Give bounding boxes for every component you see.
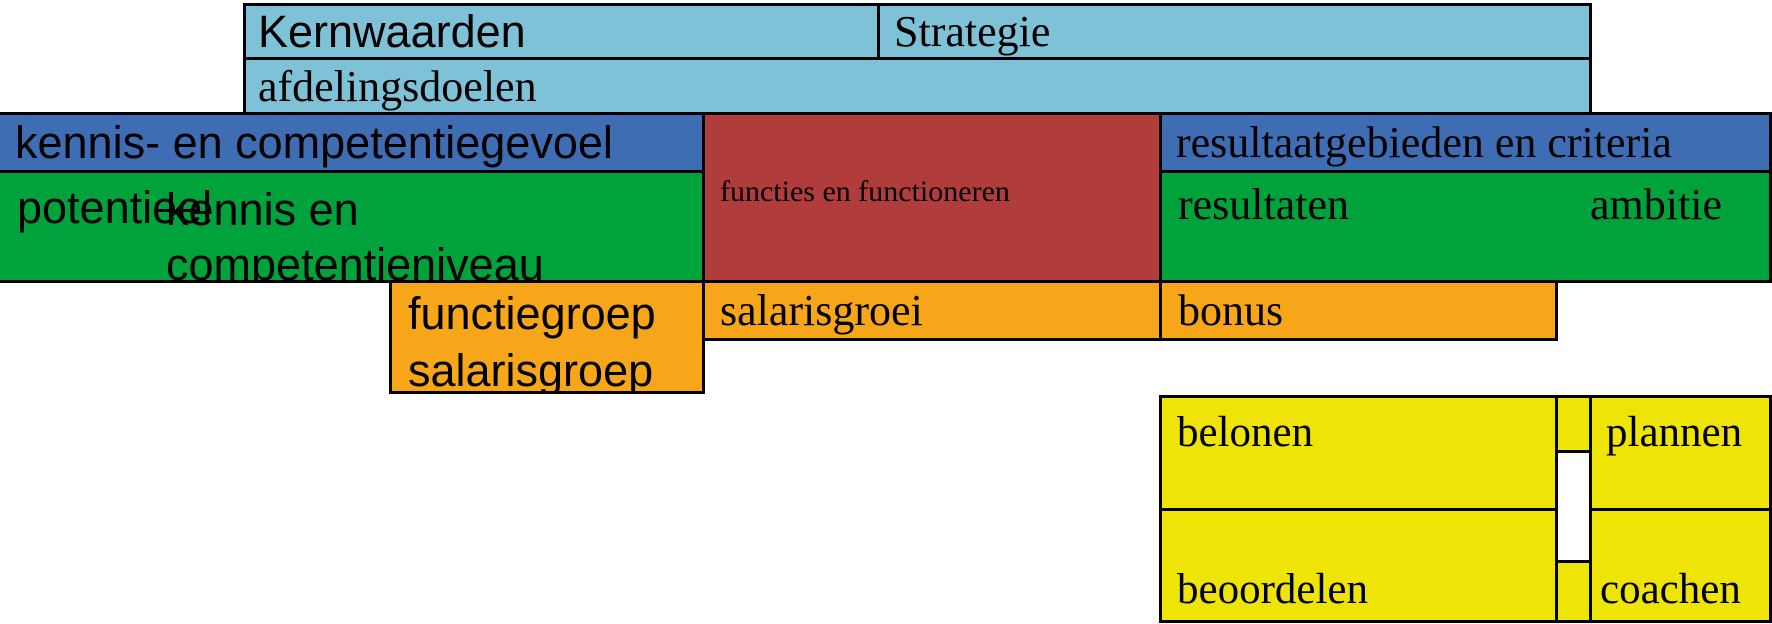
coachen-cell: coachen	[1589, 508, 1772, 623]
kennis-competentiegevoel-label: kennis- en competentiegevoel	[15, 116, 613, 168]
kennis-competentiegevoel-box: kennis- en competentiegevoel	[0, 112, 705, 173]
potentieel-label: potentieel	[17, 182, 213, 233]
plannen-cell: plannen	[1589, 395, 1772, 511]
coachen-label: coachen	[1600, 566, 1741, 613]
belonen-label: belonen	[1177, 409, 1314, 456]
connector-top-segment	[1558, 398, 1589, 453]
strategie-box: Strategie	[877, 3, 1592, 60]
resultaatgebieden-box: resultaatgebieden en criteria	[1159, 112, 1772, 173]
functies-functioneren-label: functies en functioneren	[720, 175, 1010, 208]
functies-functioneren-box: functies en functioneren	[702, 112, 1162, 283]
kernwaarden-box: Kernwaarden	[243, 3, 880, 60]
kennis-en-label: kennis en	[166, 184, 359, 235]
afdelingsdoelen-box: afdelingsdoelen	[243, 57, 1592, 115]
beoordelen-cell: beoordelen	[1159, 508, 1558, 623]
strategie-label: Strategie	[894, 7, 1051, 56]
cycle-connector-strip	[1555, 395, 1592, 623]
salarisgroei-label: salarisgroei	[720, 286, 923, 335]
ambitie-label: ambitie	[1590, 180, 1722, 229]
functiegroep-label: functiegroep	[408, 288, 656, 339]
plannen-label: plannen	[1606, 409, 1743, 456]
functiegroep-salarisgroep-box: functiegroep salarisgroep	[389, 280, 705, 394]
resultaatgebieden-label: resultaatgebieden en criteria	[1176, 118, 1672, 167]
belonen-cell: belonen	[1159, 395, 1558, 511]
resultaten-box: resultaten ambitie	[1159, 170, 1772, 283]
kernwaarden-label: Kernwaarden	[258, 5, 526, 57]
beoordelen-label: beoordelen	[1177, 566, 1369, 613]
functiegroep-salarisgroep-label: functiegroep salarisgroep	[408, 285, 656, 394]
competentieniveau-label: competentieniveau	[166, 239, 544, 283]
bonus-label: bonus	[1178, 286, 1284, 335]
bonus-box: bonus	[1159, 280, 1558, 341]
connector-bottom-segment	[1558, 560, 1589, 620]
resultaten-label: resultaten	[1178, 180, 1350, 229]
salarisgroep-label: salarisgroep	[408, 345, 654, 394]
afdelingsdoelen-label: afdelingsdoelen	[258, 61, 537, 111]
salarisgroei-box: salarisgroei	[702, 280, 1162, 341]
